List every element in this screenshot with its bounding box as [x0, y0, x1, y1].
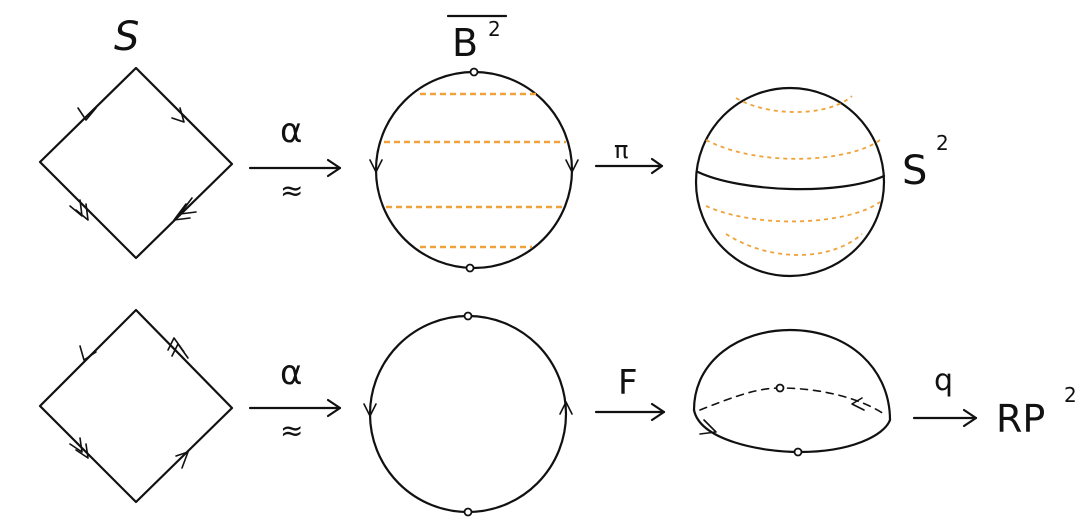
bottom-square-arrow-upper-right	[167, 337, 189, 359]
disk-right-arrow	[565, 159, 579, 173]
bottom-hemisphere	[692, 328, 892, 457]
hemisphere-back-point	[775, 383, 785, 393]
bottom-arrow-alpha-label: α	[280, 353, 302, 393]
top-square	[38, 66, 234, 260]
bottom-arrow-f-label: F	[618, 363, 638, 403]
sphere-label: S	[902, 148, 927, 194]
top-square-arrow-upper-right	[171, 107, 185, 123]
square-label-s: S	[114, 14, 139, 60]
bottom-square-arrow-lower-right	[175, 451, 189, 469]
rp2-label-group: RP 2	[996, 383, 1077, 441]
sphere-label-exponent: 2	[936, 131, 949, 155]
top-arrow-pi: π	[594, 136, 664, 175]
hemisphere-back-arrow	[851, 397, 865, 411]
disk-left-arrow	[369, 159, 383, 173]
bottom-row: α ≈ F	[38, 308, 1077, 517]
sphere-equator	[696, 170, 886, 191]
bottom-square	[38, 308, 234, 504]
disk-bottom-point	[465, 263, 475, 273]
bottom-square-arrow-lower-left	[69, 437, 89, 459]
hemisphere-front-rim	[692, 408, 892, 454]
circle-top-point	[463, 311, 473, 321]
circle-bottom-point	[463, 507, 473, 517]
bottom-arrow-alpha-sub: ≈	[280, 414, 303, 447]
circle-left-arrow	[363, 403, 377, 417]
top-arrow-alpha-label: α	[280, 111, 302, 151]
disk-top-point	[469, 67, 479, 77]
top-square-arrow-lower-left	[69, 199, 89, 221]
hemisphere-front-point	[793, 447, 803, 457]
top-disk: B 2	[369, 14, 579, 273]
hemisphere-front-arrow	[699, 419, 717, 435]
hemisphere-dome	[692, 328, 892, 422]
bottom-arrow-alpha: α ≈	[248, 353, 342, 447]
bottom-arrow-q: q	[912, 363, 978, 428]
disk-label: B	[452, 21, 478, 65]
top-sphere: S 2	[694, 86, 949, 278]
bottom-arrow-q-label: q	[934, 363, 953, 398]
disk-label-exponent: 2	[488, 17, 501, 41]
bottom-square-arrow-upper-left	[79, 345, 97, 361]
circle-right-arrow	[559, 401, 573, 415]
bottom-circle	[363, 311, 573, 517]
top-arrow-pi-label: π	[614, 136, 628, 164]
top-square-arrow-lower-right	[173, 197, 197, 221]
top-arrow-alpha-sub: ≈	[280, 174, 303, 207]
bottom-arrow-f: F	[594, 363, 666, 422]
top-row: S α ≈ B 2	[38, 14, 949, 278]
top-arrow-alpha: α ≈	[248, 111, 342, 207]
rp2-label: RP	[996, 397, 1045, 441]
rp2-label-exponent: 2	[1064, 383, 1077, 407]
top-square-arrow-upper-left	[77, 107, 97, 121]
